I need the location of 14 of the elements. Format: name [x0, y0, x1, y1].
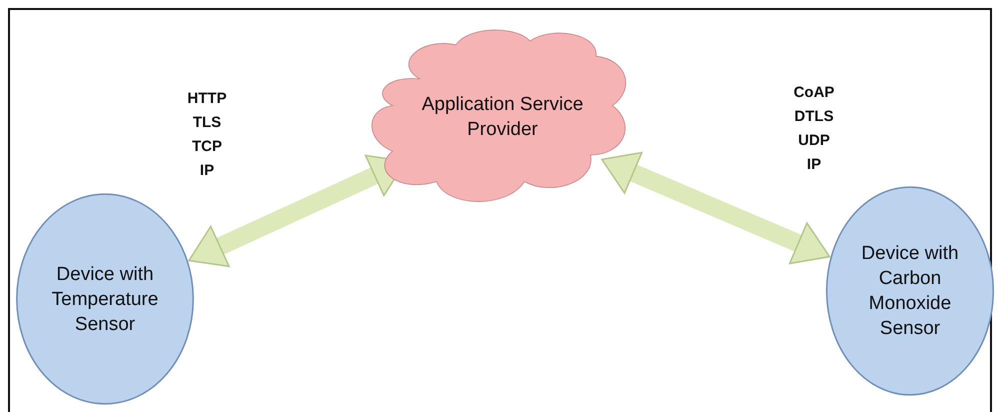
- protocol-label: IP: [200, 162, 214, 179]
- node-label: Device with Carbon Monoxide Sensor: [860, 242, 960, 341]
- protocol-label: IP: [806, 156, 822, 173]
- device-ellipse: [15, 192, 195, 406]
- device-ellipse: [825, 185, 995, 397]
- protocol-label: UDP: [798, 132, 830, 149]
- double-arrow: [601, 152, 830, 264]
- protocol-label: HTTP: [187, 90, 227, 107]
- protocol-label: CoAP: [794, 84, 834, 101]
- protocol-label: TLS: [192, 114, 222, 131]
- protocol-label: TCP: [192, 138, 222, 155]
- node-label: Device with Temperature Sensor: [50, 262, 160, 336]
- protocol-label: DTLS: [794, 108, 834, 125]
- node-label: Application Service Provider: [420, 93, 584, 142]
